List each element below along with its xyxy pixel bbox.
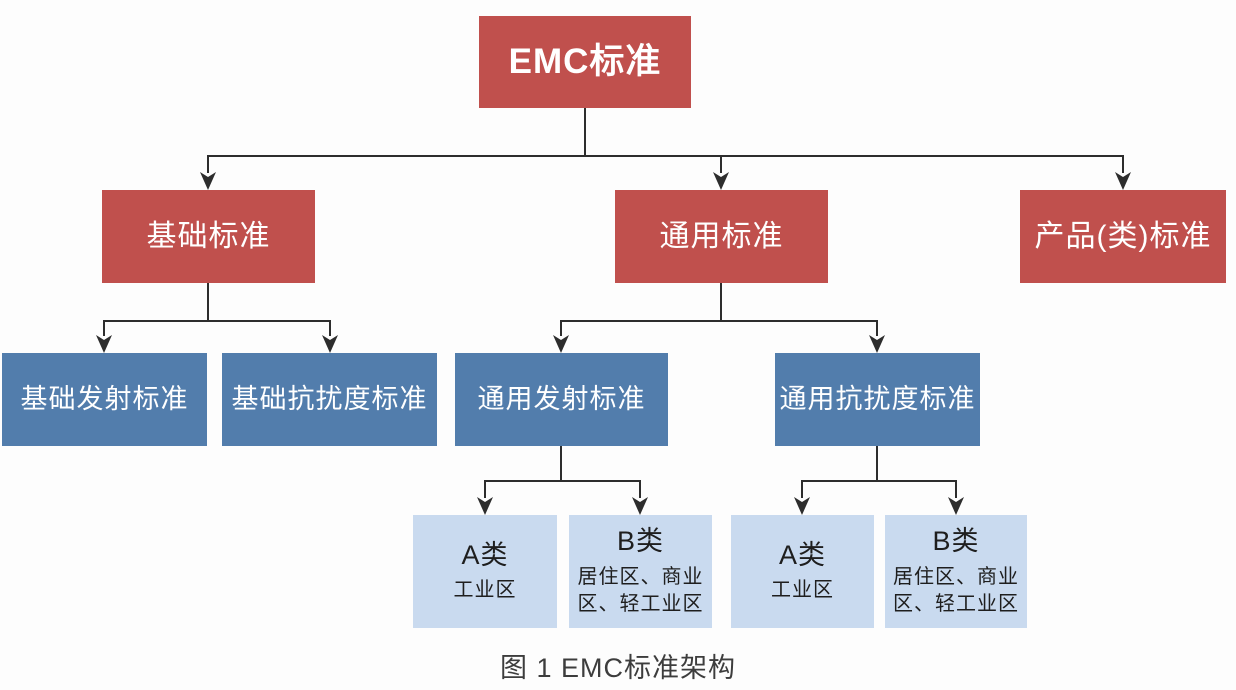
node-generic-emission-standard: 通用发射标准 bbox=[455, 353, 668, 446]
class-a-title: A类 bbox=[778, 539, 826, 570]
node-product-standard: 产品(类)标准 bbox=[1020, 190, 1226, 283]
figure-caption: 图 1 EMC标准架构 bbox=[499, 653, 737, 683]
node-emission-class-b: B类 居住区、商业区、轻工业区 bbox=[569, 515, 712, 628]
node-immunity-class-b: B类 居住区、商业区、轻工业区 bbox=[885, 515, 1027, 628]
class-b-title: B类 bbox=[616, 526, 664, 557]
class-a-desc: 工业区 bbox=[771, 579, 834, 602]
node-immunity-class-a: A类 工业区 bbox=[731, 515, 874, 628]
node-basic-immunity-standard: 基础抗扰度标准 bbox=[222, 353, 437, 446]
node-emc-standard: EMC标准 bbox=[479, 16, 691, 108]
class-a-desc: 工业区 bbox=[453, 579, 517, 602]
node-basic-standard: 基础标准 bbox=[102, 190, 315, 283]
class-b-title: B类 bbox=[932, 526, 980, 557]
class-b-desc: 居住区、商业区、轻工业区 bbox=[893, 565, 1019, 615]
node-basic-emission-standard: 基础发射标准 bbox=[2, 353, 207, 446]
node-generic-standard: 通用标准 bbox=[615, 190, 828, 283]
node-emission-class-a: A类 工业区 bbox=[413, 515, 557, 628]
node-generic-immunity-standard: 通用抗扰度标准 bbox=[775, 353, 980, 446]
class-b-desc: 居住区、商业区、轻工业区 bbox=[577, 565, 704, 615]
class-a-title: A类 bbox=[461, 539, 509, 570]
